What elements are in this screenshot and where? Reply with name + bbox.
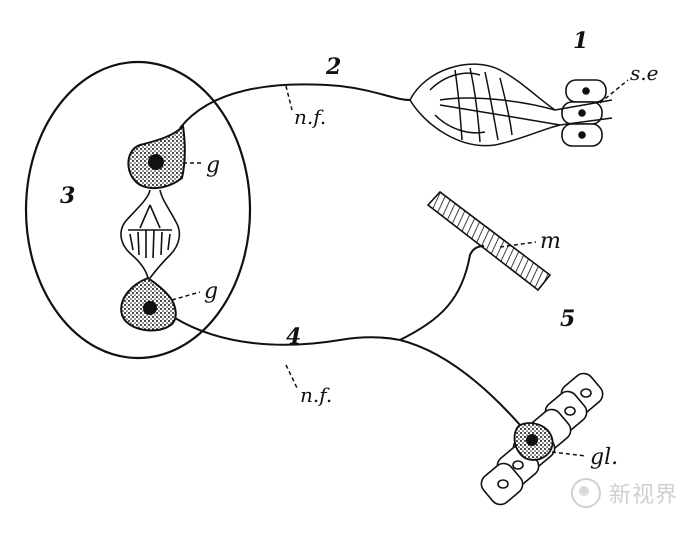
leader-lines: [171, 79, 629, 457]
lower-ganglion-nucleus: [143, 301, 157, 315]
label-nerve-fiber-lower: n.f.: [300, 383, 332, 407]
label-muscle: m: [540, 229, 561, 254]
label-ganglion-upper: g: [206, 153, 220, 178]
muscle-fiber: [426, 190, 552, 292]
synapse-junction: [120, 189, 181, 279]
label-ganglion-lower: g: [204, 279, 218, 304]
sensory-epithelium: [554, 79, 613, 147]
label-gland: gl.: [590, 445, 618, 470]
label-4: 4: [286, 324, 301, 350]
lower-nerve-fiber: [174, 317, 401, 346]
upper-ganglion-nucleus: [148, 154, 164, 170]
central-organ-outline: [24, 60, 252, 360]
watermark: 新视界: [570, 477, 678, 509]
watermark-text: 新视界: [608, 483, 678, 508]
gland-cell-nucleus: [526, 434, 538, 446]
sense-organ: [409, 63, 561, 147]
label-3: 3: [60, 183, 75, 209]
muscle-nerve-branch: [399, 245, 485, 341]
label-sensory-epithelium: s.e: [630, 61, 658, 85]
label-1: 1: [573, 28, 588, 54]
label-5: 5: [560, 306, 575, 332]
label-nerve-fiber-upper: n.f.: [294, 105, 326, 129]
upper-nerve-fiber: [179, 83, 411, 129]
gland-nerve-branch: [399, 339, 521, 426]
label-2: 2: [325, 54, 341, 80]
watermark-logo-icon: [570, 478, 601, 508]
